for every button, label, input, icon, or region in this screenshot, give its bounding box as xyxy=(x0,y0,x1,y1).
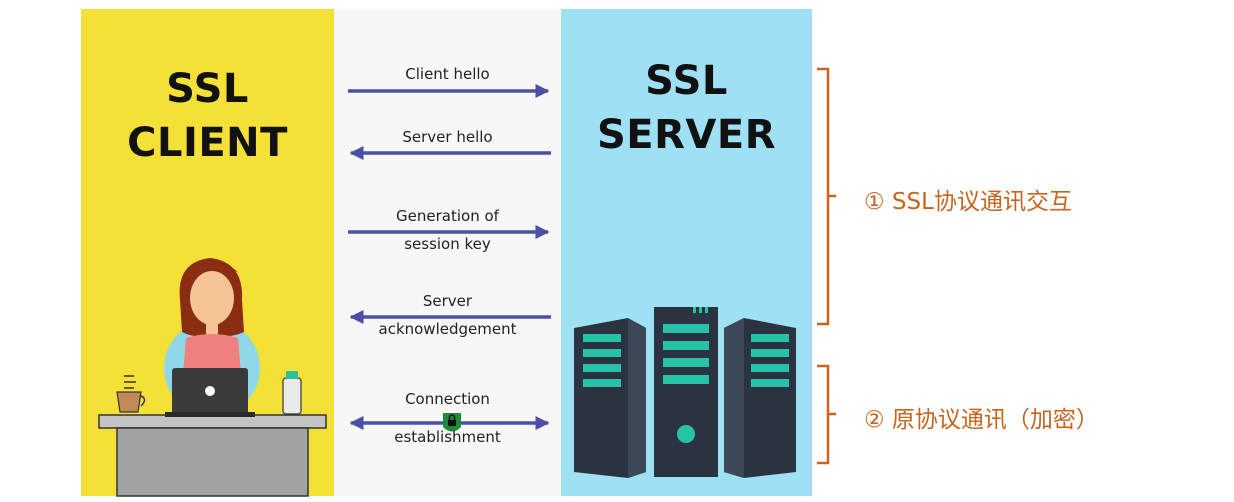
msg-connection-line2: establishment xyxy=(394,428,501,446)
msg-client-hello-line1: Client hello xyxy=(405,65,490,83)
phase1-label: ① SSL协议通讯交互 xyxy=(864,189,1072,215)
msg-server-hello: Server hello xyxy=(334,123,561,151)
msg-server-ack: Server acknowledgement xyxy=(334,287,561,343)
msg-session-key-line2: session key xyxy=(404,235,491,253)
msg-server-ack-line2: acknowledgement xyxy=(378,320,517,338)
lock-icon xyxy=(443,413,461,432)
client-title-line1: SSL xyxy=(166,66,249,112)
msg-connection: Connection establishment xyxy=(334,390,561,447)
phase2-label: ② 原协议通讯（加密） xyxy=(864,407,1099,433)
msg-session-key: Generation of session key xyxy=(334,202,561,258)
server-title: SSL SERVER xyxy=(561,54,812,162)
phase1-bracket xyxy=(817,67,836,326)
client-title: SSL CLIENT xyxy=(81,62,334,170)
client-title-line2: CLIENT xyxy=(127,120,288,166)
phase2-bracket xyxy=(817,364,836,465)
msg-server-ack-line1: Server xyxy=(422,292,473,310)
msg-server-hello-line1: Server hello xyxy=(402,128,493,146)
server-title-line1: SSL xyxy=(645,58,728,104)
server-title-line2: SERVER xyxy=(596,112,776,158)
woman-avatar-illustration xyxy=(98,258,327,497)
msg-client-hello: Client hello xyxy=(334,60,561,88)
server-rack-illustration xyxy=(574,307,796,478)
msg-connection-line1: Connection xyxy=(405,390,490,408)
msg-session-key-line1: Generation of xyxy=(396,207,499,225)
